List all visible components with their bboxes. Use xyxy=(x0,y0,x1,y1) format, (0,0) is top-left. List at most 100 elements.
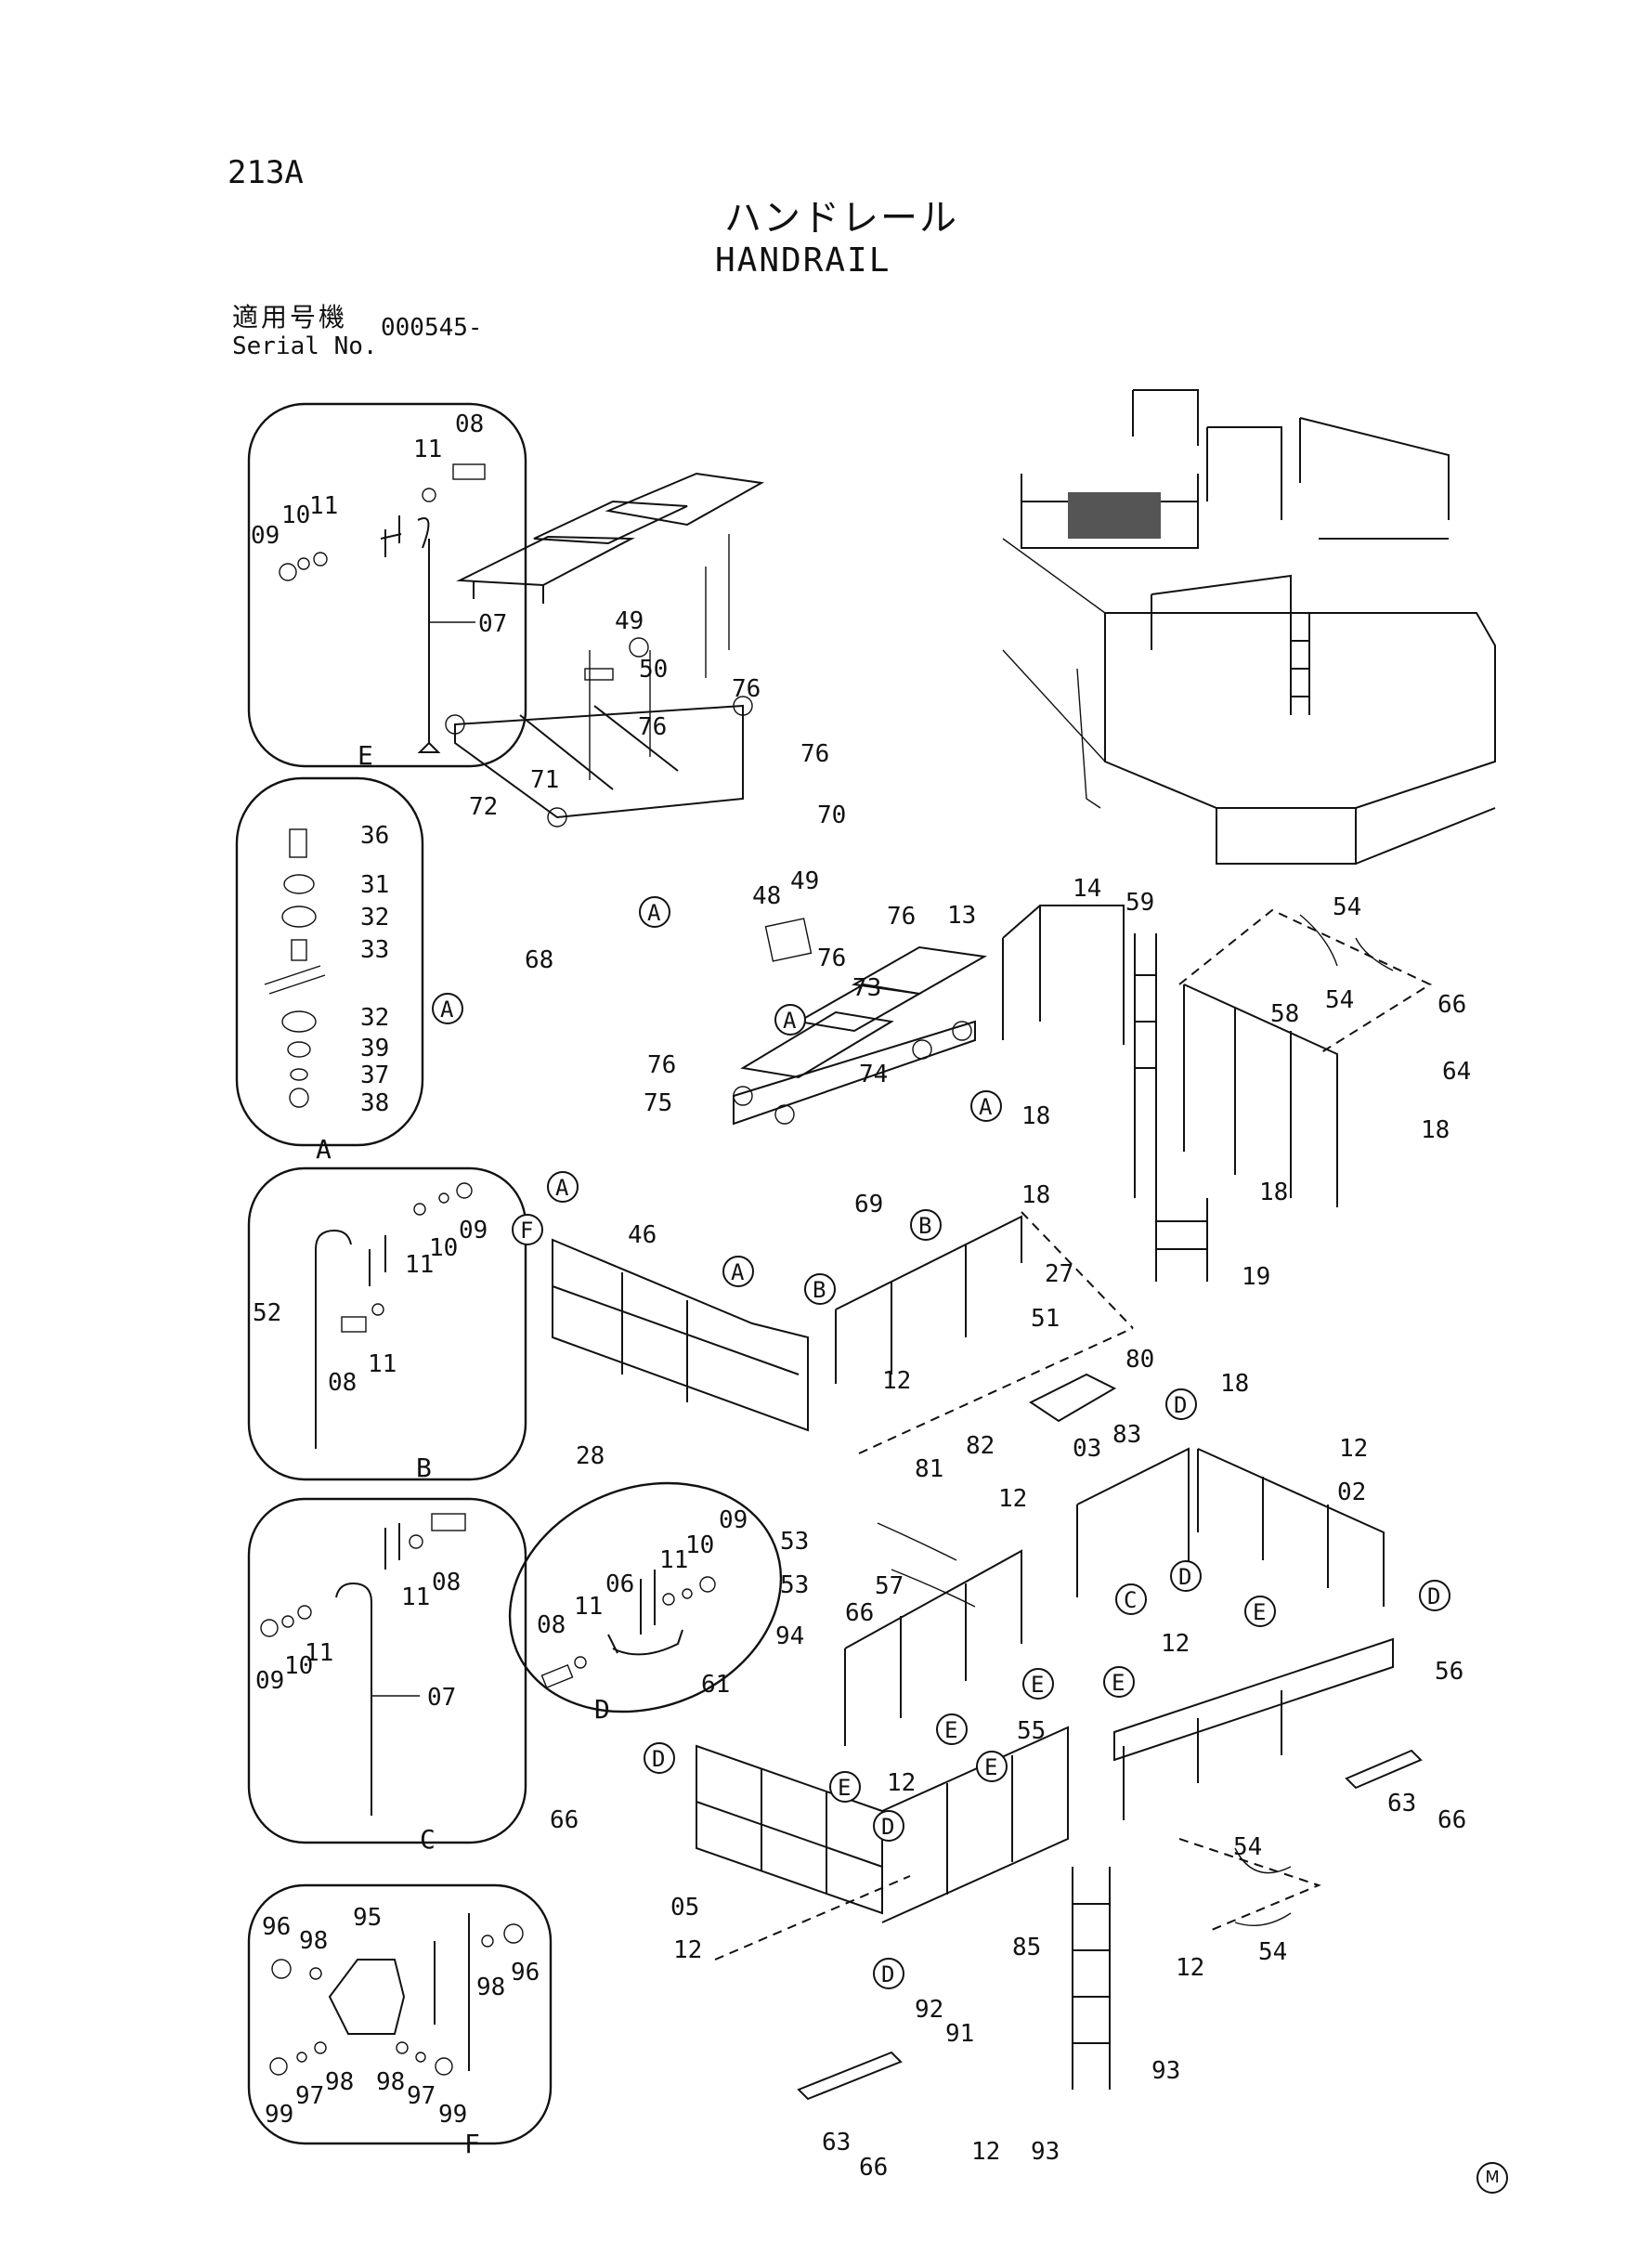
part-number: 09 xyxy=(459,1217,488,1244)
detail-a-frame xyxy=(235,776,424,1147)
frame69-corner-a4 xyxy=(952,1021,972,1041)
part-number: 18 xyxy=(1021,1102,1050,1130)
part-number: 66 xyxy=(1437,991,1466,1019)
part-number: 18 xyxy=(1021,1181,1050,1209)
ref-callout: F xyxy=(512,1214,543,1245)
nut-09-b xyxy=(456,1182,473,1199)
part-number: 98 xyxy=(476,1974,505,2001)
part-number: 27 xyxy=(1045,1260,1073,1288)
part-number: 93 xyxy=(1031,2138,1060,2166)
chain-54-top xyxy=(1299,914,1394,971)
detail-d-frame xyxy=(508,1481,783,1713)
part-number: 18 xyxy=(1220,1370,1249,1398)
part-number: 11 xyxy=(405,1251,434,1279)
ref-callout: A xyxy=(547,1171,579,1203)
handrail-post-b xyxy=(315,1229,352,1449)
svg-text:E: E xyxy=(1253,1599,1266,1625)
bracket-95 xyxy=(328,1959,406,2035)
grating-70 xyxy=(605,472,765,527)
ref-callout: C xyxy=(1115,1583,1147,1615)
part-number: 99 xyxy=(438,2101,467,2129)
washer-11-b xyxy=(413,1203,426,1216)
part-number: 76 xyxy=(732,675,761,703)
svg-text:A: A xyxy=(731,1259,745,1285)
step-80 xyxy=(1029,1373,1117,1423)
washer-11-c xyxy=(409,1534,423,1549)
ref-callout: D xyxy=(644,1742,675,1774)
nut-09-c xyxy=(260,1619,279,1637)
ref-callout: D xyxy=(1170,1560,1202,1592)
svg-text:A: A xyxy=(440,997,454,1023)
frame-corner-a3 xyxy=(547,807,567,827)
nut-99b xyxy=(435,2057,453,2076)
part-number: 61 xyxy=(701,1671,730,1699)
svg-text:A: A xyxy=(783,1008,797,1034)
svg-text:E: E xyxy=(838,1775,851,1801)
part-number: 38 xyxy=(360,1089,389,1117)
part-number: 10 xyxy=(281,502,310,529)
post-f xyxy=(434,1913,470,2071)
detail-d-group: 06 08 11 11 10 09 D xyxy=(508,1481,783,1725)
part-number: 66 xyxy=(1437,1806,1466,1834)
detail-label-c: C xyxy=(420,1824,436,1855)
svg-text:D: D xyxy=(652,1746,665,1772)
serial-label-english: Serial No. xyxy=(232,332,378,360)
svg-text:D: D xyxy=(881,1961,894,1987)
washer-11b-c xyxy=(297,1605,312,1620)
nut-99a xyxy=(269,2057,288,2076)
part-number: 14 xyxy=(1073,875,1101,903)
part-number: 93 xyxy=(1151,2057,1180,2085)
part-number: 75 xyxy=(644,1089,672,1117)
part-number: 28 xyxy=(576,1442,605,1470)
svg-text:C: C xyxy=(1124,1587,1137,1613)
part-number: 76 xyxy=(800,740,829,768)
handrail-57 xyxy=(844,1549,1022,1746)
part-number: 11 xyxy=(413,436,442,463)
serial-number-value: 000545- xyxy=(381,314,483,342)
part-number: 10 xyxy=(429,1234,458,1262)
bolt-96a xyxy=(271,1959,292,1979)
detail-b-group: 09 10 11 52 08 11 B xyxy=(247,1166,527,1483)
detail-label-b: B xyxy=(416,1453,432,1483)
part-number: 10 xyxy=(284,1652,313,1680)
part-number: 97 xyxy=(295,2082,324,2110)
part-number: 12 xyxy=(673,1936,702,1964)
part-number: 97 xyxy=(407,2082,436,2110)
part-number: 48 xyxy=(752,882,781,910)
part-number: 73 xyxy=(852,974,881,1002)
part-number: 52 xyxy=(253,1299,281,1327)
overview-ladder xyxy=(1290,613,1310,715)
ref-callout: B xyxy=(804,1273,836,1305)
chain-54-bottom xyxy=(1234,1847,1292,1927)
frame69-corner-a3 xyxy=(912,1039,932,1060)
spacer-32b xyxy=(281,1010,317,1033)
part-number: 71 xyxy=(530,766,559,794)
reference-callouts: A A A A A A B B F D D D C E E E E E E D … xyxy=(432,896,1450,1989)
grating-73 xyxy=(851,945,988,996)
step-and-rail-02: 80 82 83 81 03 12 12 02 xyxy=(915,1346,1385,1607)
washer-37 xyxy=(290,1068,308,1081)
bracket-b xyxy=(369,1235,386,1286)
nut-38 xyxy=(289,1088,309,1108)
part-number: 58 xyxy=(1270,1000,1299,1028)
frame-68 xyxy=(454,704,744,819)
part-number: 50 xyxy=(639,656,668,684)
title-japanese: ハンドレール xyxy=(724,197,958,240)
bolt-36 xyxy=(289,828,307,858)
part-number: 10 xyxy=(685,1531,714,1559)
part-number: 11 xyxy=(368,1350,397,1378)
part-number: 32 xyxy=(360,1004,389,1032)
detail-label-e: E xyxy=(358,740,373,771)
part-number: 18 xyxy=(1421,1116,1450,1144)
svg-text:A: A xyxy=(647,900,661,926)
washer-10-b xyxy=(438,1192,449,1204)
part-number: 49 xyxy=(615,607,644,635)
frame-corner-a4 xyxy=(629,637,649,658)
grating-72 xyxy=(456,535,635,604)
washer-97a xyxy=(296,2052,307,2063)
machine-boom xyxy=(1002,538,1106,809)
manufacturer-mark: M xyxy=(1476,2162,1508,2194)
right-rails: 14 13 59 54 54 58 66 64 18 18 18 18 27 1… xyxy=(947,875,1471,1398)
